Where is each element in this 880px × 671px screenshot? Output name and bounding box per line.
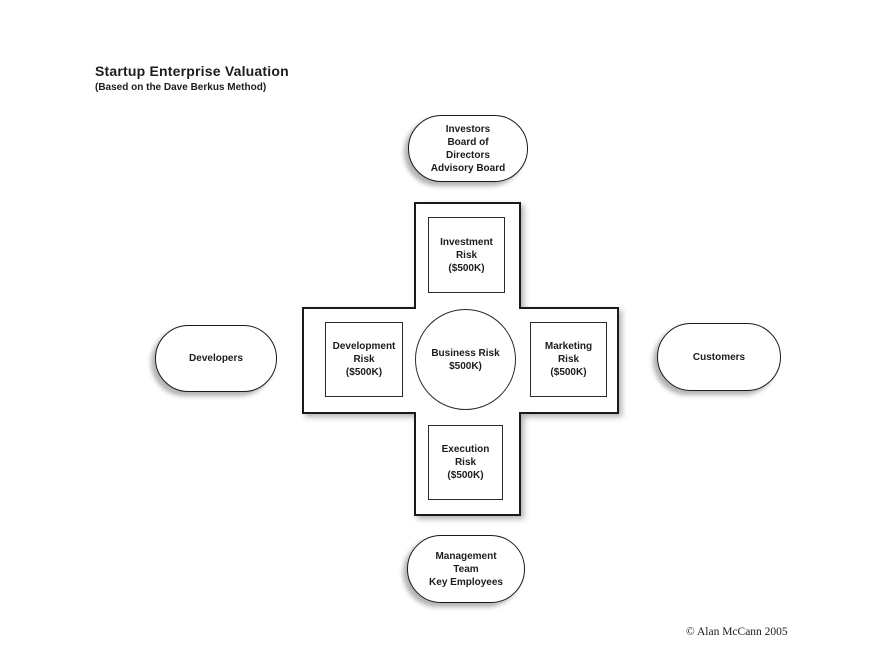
node-label-line: Execution: [441, 444, 490, 455]
node-label-line: Investors: [445, 123, 491, 135]
node-label-line: Board of: [447, 136, 489, 148]
node-label-line: Development: [332, 341, 396, 352]
node-label-line: Risk: [353, 354, 375, 365]
node-developers: Developers: [155, 325, 277, 392]
node-label-line: ($500K): [448, 262, 485, 274]
node-label-line: Directors: [446, 149, 490, 161]
node-label-line: Key Employees: [429, 576, 503, 588]
node-label-line: Investment: [440, 236, 493, 248]
node-customers: Customers: [657, 323, 781, 391]
title-block: Startup Enterprise Valuation (Based on t…: [95, 63, 289, 93]
node-marketing-risk: Marketing Risk ($500K): [530, 322, 607, 397]
node-label-line: $500K): [449, 360, 482, 372]
node-label-line: Risk: [454, 457, 477, 468]
node-label-line: Management: [435, 550, 497, 562]
node-label-line: Customers: [692, 351, 746, 363]
node-label-line: Team: [453, 563, 479, 575]
node-label-line: Advisory Board: [430, 162, 506, 174]
node-label-line: Marketing: [544, 341, 593, 352]
node-investment-risk: Investment Risk ($500K): [428, 217, 505, 293]
node-label-line: Developers: [189, 353, 243, 364]
page-title: Startup Enterprise Valuation: [95, 63, 289, 79]
node-label-line: Business Risk: [431, 347, 500, 359]
node-development-risk: Development Risk ($500K): [325, 322, 403, 397]
node-execution-risk: Execution Risk ($500K): [428, 425, 503, 500]
node-label-line: Risk: [455, 249, 478, 261]
copyright-notice: © Alan McCann 2005: [686, 626, 788, 638]
node-label-line: ($500K): [447, 470, 484, 481]
node-business-risk: Business Risk $500K): [415, 309, 516, 410]
node-label-line: ($500K): [550, 367, 587, 378]
node-investors-board: Investors Board of Directors Advisory Bo…: [408, 115, 528, 182]
node-management-team: Management Team Key Employees: [407, 535, 525, 603]
node-label-line: Risk: [557, 354, 580, 365]
node-label-line: ($500K): [345, 367, 383, 378]
page-subtitle: (Based on the Dave Berkus Method): [95, 82, 267, 93]
